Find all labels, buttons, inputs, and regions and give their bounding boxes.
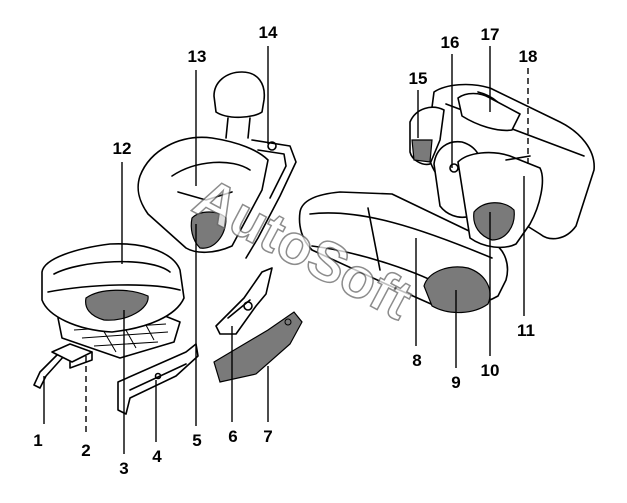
part-12-seat-cushion [41, 243, 185, 333]
callout-18: 18 [519, 47, 538, 66]
callout-11: 11 [517, 321, 535, 340]
callout-5: 5 [192, 431, 201, 450]
callout-16: 16 [441, 33, 460, 52]
callout-labels: 1 2 3 4 5 6 7 8 9 10 11 12 13 14 15 16 1… [33, 23, 537, 478]
part-4-seat-rail [117, 343, 199, 415]
callout-17: 17 [481, 25, 500, 44]
callout-7: 7 [263, 427, 272, 446]
callout-6: 6 [228, 427, 237, 446]
callout-1: 1 [33, 431, 42, 450]
part-7-side-trim [213, 311, 303, 383]
part-9-rear-cushion-trim [423, 266, 491, 314]
leader-lines [43, 46, 529, 454]
callout-10: 10 [481, 361, 500, 380]
callout-15: 15 [409, 69, 428, 88]
callout-12: 12 [113, 139, 132, 158]
callout-13: 13 [188, 47, 207, 66]
callout-9: 9 [451, 373, 460, 392]
callout-4: 4 [152, 447, 162, 466]
callout-2: 2 [81, 441, 90, 460]
part-2-lever-bracket [51, 343, 93, 369]
part-11-rear-backrest-side [457, 151, 544, 249]
part-13-seat-backrest [137, 136, 269, 254]
part-6-recliner [215, 267, 273, 335]
part-17-rear-backrest-panel [457, 92, 521, 132]
callout-8: 8 [412, 351, 421, 370]
part-14-backrest-frame [245, 139, 297, 259]
front-headrest [213, 71, 266, 139]
callout-3: 3 [119, 459, 128, 478]
callout-14: 14 [259, 23, 278, 42]
